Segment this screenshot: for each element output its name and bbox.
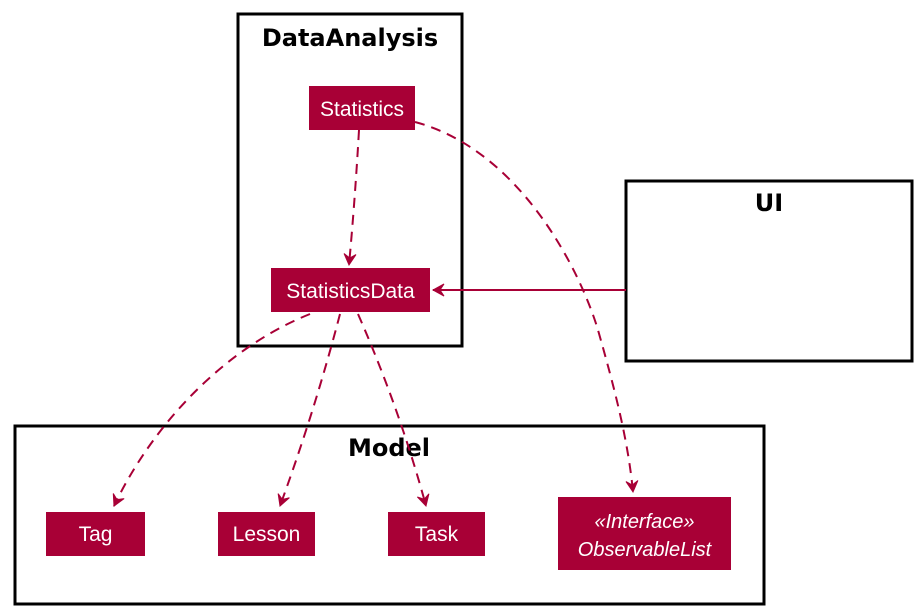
class-tag[interactable]: Tag — [46, 512, 145, 556]
package-data-analysis-title: DataAnalysis — [262, 24, 438, 52]
class-observable-list-stereotype: «Interface» — [594, 511, 694, 533]
class-statistics[interactable]: Statistics — [309, 86, 415, 130]
class-task-label: Task — [415, 523, 459, 546]
class-lesson-box[interactable] — [218, 512, 315, 556]
arrow-statisticsdata-to-task — [357, 313, 430, 508]
arrow-statisticsdata-to-lesson — [277, 313, 341, 507]
class-task-box[interactable] — [388, 512, 485, 556]
arrow-statistics-to-statisticsdata — [343, 129, 360, 267]
class-statistics-box[interactable] — [309, 86, 415, 130]
package-model-title: Model — [348, 434, 430, 462]
class-statistics-data-label: StatisticsData — [286, 280, 415, 303]
package-ui-frame — [624, 179, 914, 363]
class-observable-list-label: ObservableList — [578, 539, 713, 561]
class-lesson-label: Lesson — [233, 523, 301, 546]
package-ui-title: UI — [755, 189, 783, 217]
class-statistics-label: Statistics — [320, 98, 404, 121]
class-tag-label: Tag — [79, 523, 113, 546]
package-ui: UI — [624, 179, 914, 363]
arrow-statistics-to-observablelist — [414, 121, 639, 494]
class-lesson[interactable]: Lesson — [218, 512, 315, 556]
class-observable-list-box[interactable] — [558, 497, 731, 570]
class-tag-box[interactable] — [46, 512, 145, 556]
class-task[interactable]: Task — [388, 512, 485, 556]
arrow-statisticsdata-to-tag — [112, 313, 311, 507]
class-observable-list[interactable]: «Interface» ObservableList — [558, 497, 731, 570]
dependency-arrows — [112, 121, 639, 508]
class-statistics-data-box[interactable] — [271, 268, 430, 312]
class-statistics-data[interactable]: StatisticsData — [271, 268, 430, 312]
